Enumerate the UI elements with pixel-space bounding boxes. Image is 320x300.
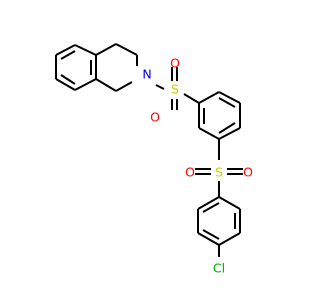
central-benzene-bonds [198,91,241,160]
sulfonyl-top-sulfur-label: S [171,82,179,97]
top-sulfonyl-bonds [171,67,200,110]
bond [218,127,241,140]
bond [218,97,236,108]
sulfonyl-mid-oxygen-left-label: O [185,165,195,180]
bond [115,43,138,56]
bond [95,78,117,92]
bond [95,43,117,56]
bond [198,91,220,104]
bond [202,202,220,213]
bond [74,44,97,56]
chlorine-atom-label: Cl [213,261,225,276]
middle-sulfonyl-bonds [195,168,243,197]
bond [198,127,220,140]
bond [197,196,220,210]
bond [218,122,236,134]
bond [60,50,76,60]
bond [218,232,241,246]
bond [183,93,200,104]
nitrogen-atom-label: N [142,67,151,82]
chlorophenyl-bonds [197,196,241,257]
sulfonyl-top-oxygen-lower-label: O [150,110,160,125]
bond [218,196,241,210]
bond [55,78,76,91]
bond [60,74,76,85]
sulfonyl-mid-sulfur-label: S [215,165,223,180]
bond [74,78,97,91]
chemical-structure-diagram: N S O O S O O Cl [55,43,253,276]
sulfonyl-mid-oxygen-right-label: O [243,165,253,180]
atom-labels: N S O O S O O Cl [142,56,253,276]
bond [202,229,220,240]
tetrahydroisoquinoline-bonds [55,43,165,92]
bond [155,84,165,90]
bond [218,91,241,104]
sulfonyl-top-oxygen-upper-label: O [170,56,180,71]
bond [55,44,76,56]
bond [197,232,220,246]
bond [115,81,133,92]
